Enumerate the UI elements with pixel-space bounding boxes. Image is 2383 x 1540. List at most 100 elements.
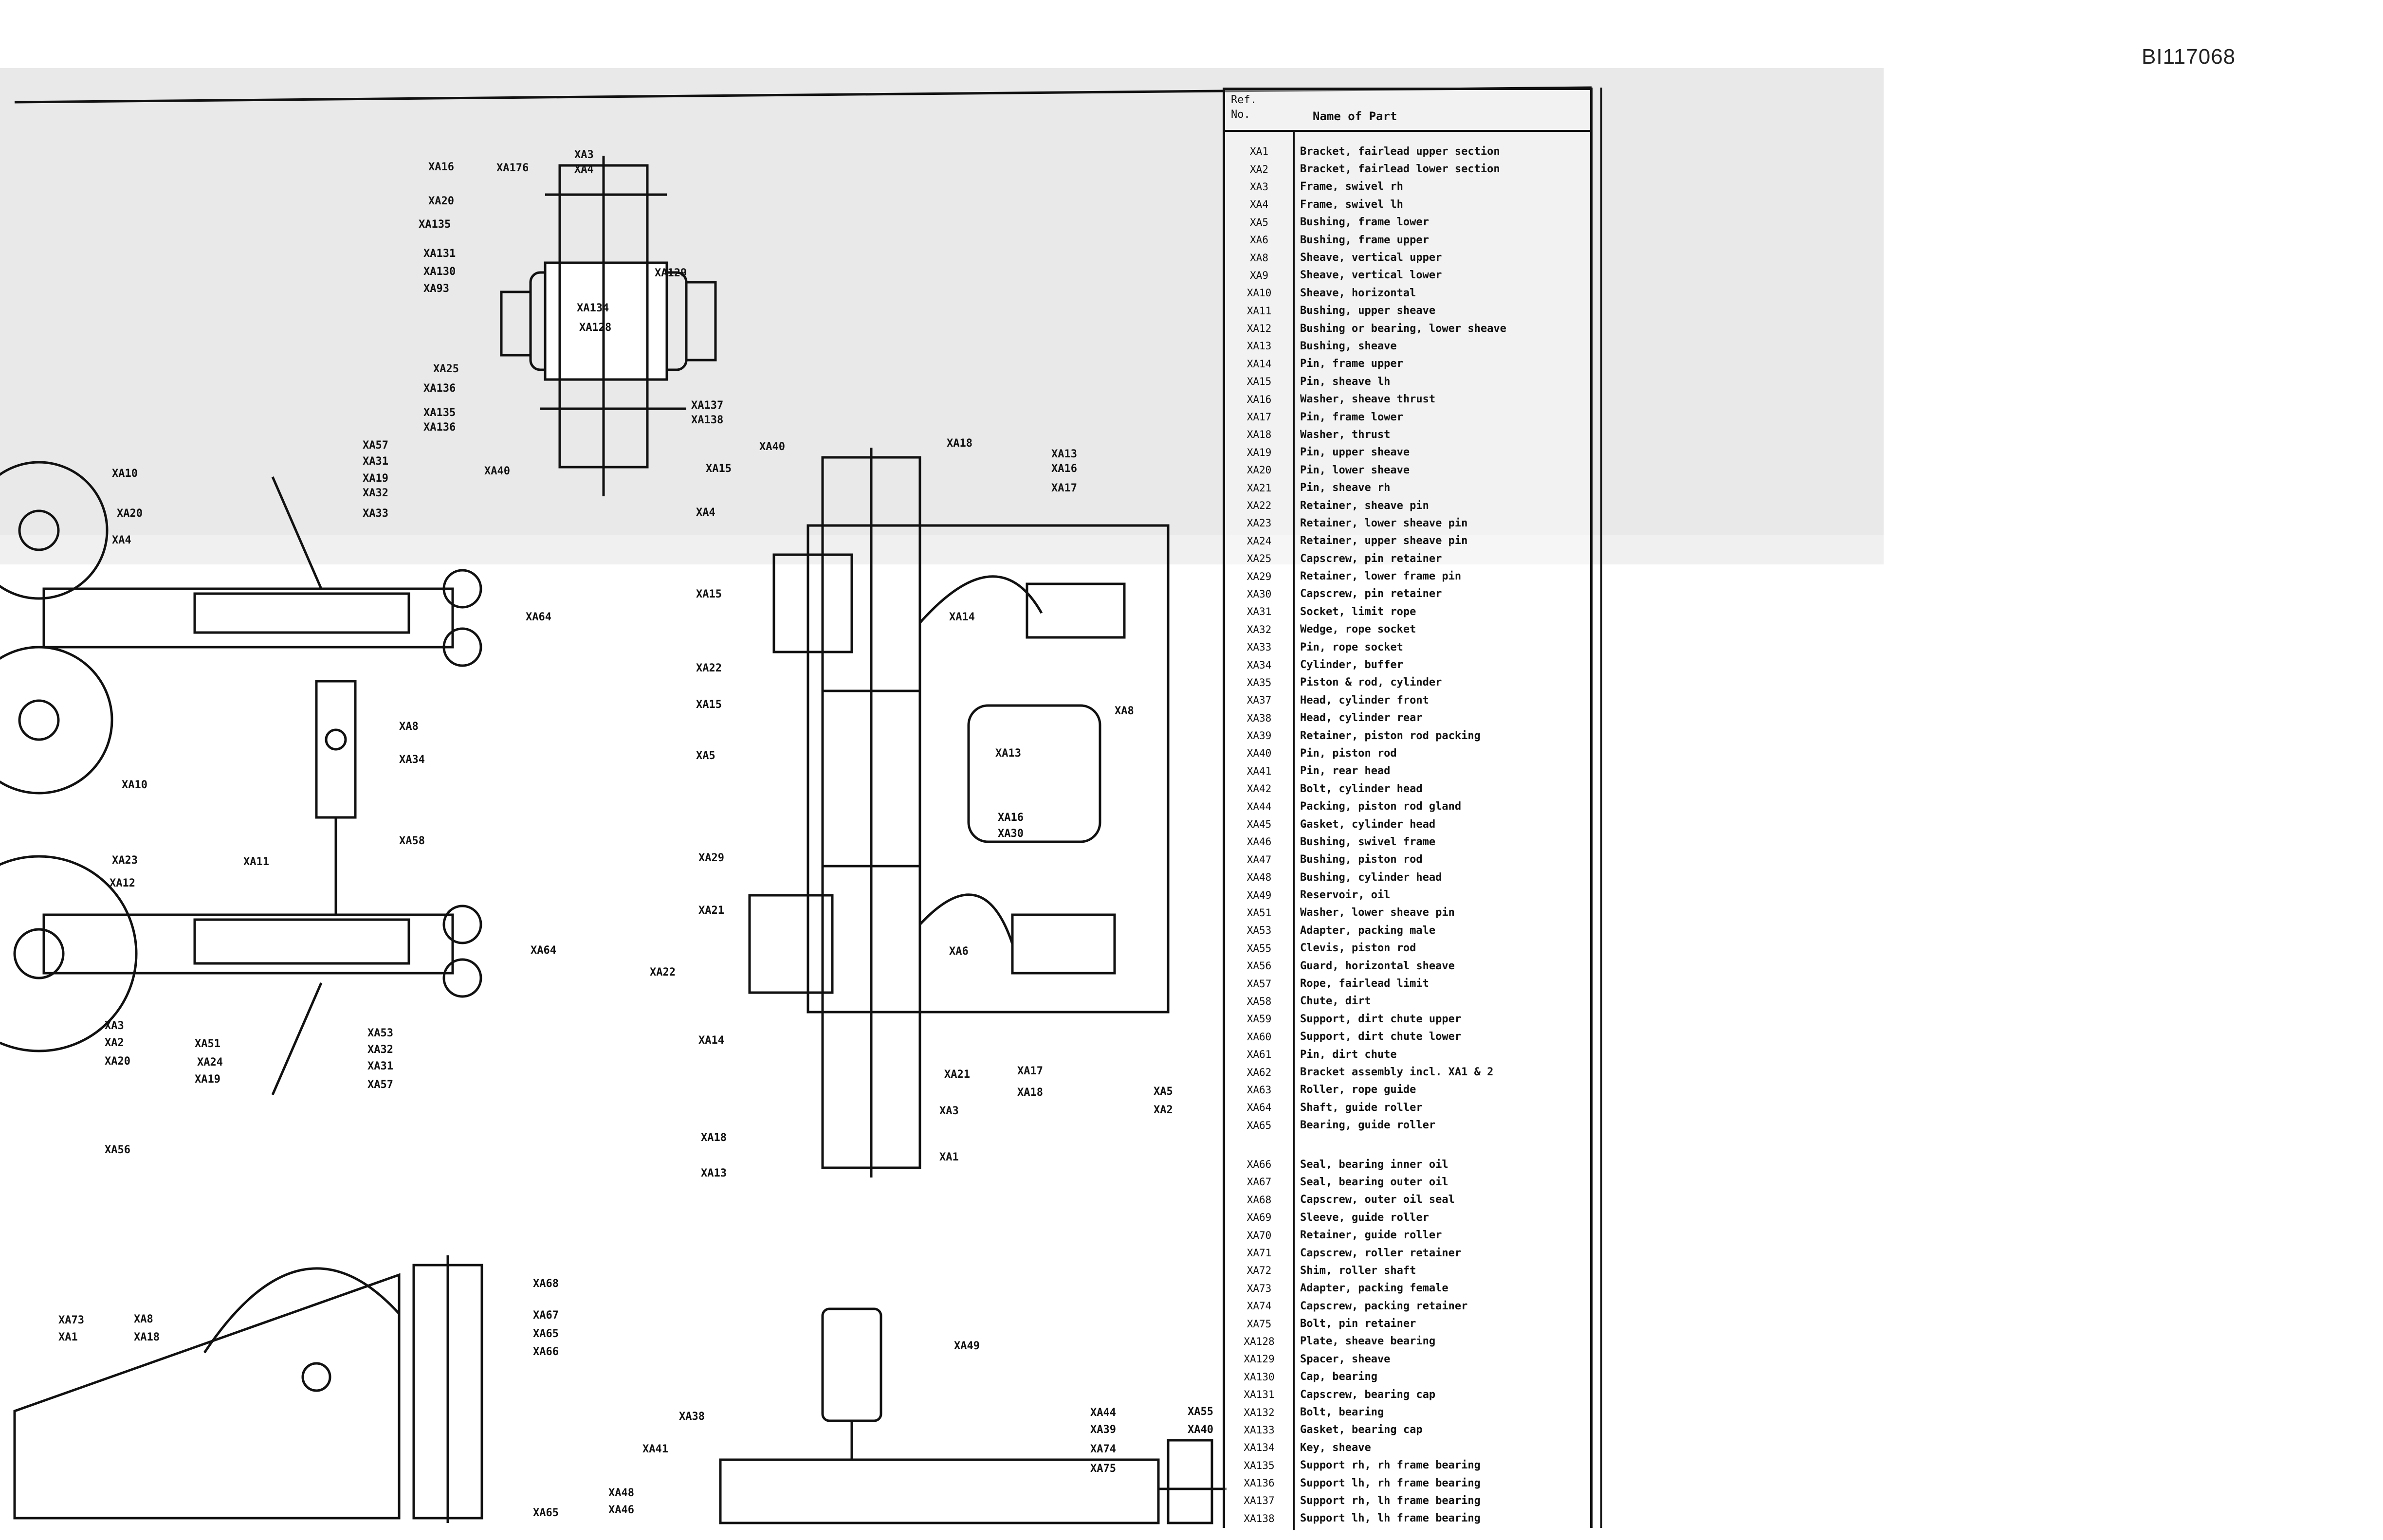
part-name: Adapter, packing male	[1300, 924, 1436, 937]
part-ref: XA39	[1246, 730, 1272, 742]
part-name: Support rh, rh frame bearing	[1300, 1459, 1481, 1472]
part-ref: XA30	[1246, 588, 1272, 600]
part-name: Support rh, lh frame bearing	[1300, 1494, 1481, 1507]
bottom-left-view	[13, 1255, 483, 1523]
part-ref: XA17	[1246, 411, 1272, 423]
callout-label: XA73	[58, 1314, 84, 1326]
center-upper-sheave-box	[772, 553, 853, 653]
center-frame-window	[967, 704, 1101, 843]
header-name-of-part: Name of Part	[1313, 109, 1397, 123]
part-name: Bracket, fairlead upper section	[1300, 145, 1500, 158]
part-name: Shaft, guide roller	[1300, 1101, 1423, 1114]
callout-label: XA15	[696, 699, 722, 711]
part-ref: XA63	[1246, 1084, 1272, 1096]
callout-label: XA33	[363, 507, 388, 520]
part-ref: XA130	[1244, 1371, 1275, 1383]
header-no: No.	[1231, 109, 1250, 121]
part-ref: XA44	[1246, 800, 1272, 813]
lower-arm-eye-1	[442, 905, 482, 944]
upper-arm-eye-2	[442, 627, 482, 667]
callout-label: XA10	[112, 468, 138, 480]
part-name: Key, sheave	[1300, 1441, 1371, 1454]
callout-label: XA8	[134, 1313, 153, 1325]
part-ref: XA38	[1246, 712, 1272, 724]
part-ref: XA5	[1250, 216, 1268, 228]
callout-label: XA75	[1090, 1463, 1116, 1475]
part-name: Retainer, guide roller	[1300, 1229, 1442, 1242]
part-name: Bolt, pin retainer	[1300, 1318, 1416, 1330]
part-ref: XA55	[1246, 942, 1272, 954]
part-ref: XA71	[1246, 1247, 1272, 1259]
left-sheave-middle-hub	[18, 699, 60, 741]
part-name: Roller, rope guide	[1300, 1084, 1416, 1096]
callout-label: XA3	[939, 1105, 959, 1117]
document-id: BI117068	[2142, 45, 2236, 69]
part-name: Bushing, frame upper	[1300, 234, 1429, 246]
callout-label: XA44	[1090, 1407, 1116, 1419]
callout-label: XA20	[428, 195, 454, 207]
scan-shading	[0, 68, 1884, 535]
left-fairlead-view	[0, 461, 482, 1095]
part-ref: XA58	[1246, 995, 1272, 1007]
part-name: Washer, thrust	[1300, 428, 1391, 441]
part-name: Bushing or bearing, lower sheave	[1300, 322, 1506, 335]
bottom-center-cylinder	[719, 1458, 1160, 1524]
part-name: Retainer, sheave pin	[1300, 499, 1429, 512]
left-sheave-top-hub	[18, 509, 60, 551]
callout-label: XA64	[526, 611, 551, 623]
callout-label: XA57	[363, 439, 388, 452]
part-name: Washer, sheave thrust	[1300, 393, 1436, 406]
center-rope-path-upper	[919, 575, 1043, 624]
part-ref: XA33	[1246, 641, 1272, 653]
callout-label: XA22	[696, 662, 722, 674]
part-name: Frame, swivel rh	[1300, 181, 1403, 193]
part-name: Pin, piston rod	[1300, 747, 1397, 760]
callout-label: XA15	[696, 588, 722, 600]
part-name: Capscrew, pin retainer	[1300, 552, 1442, 565]
top-sheave-right-flange	[685, 281, 717, 362]
part-name: Plate, sheave bearing	[1300, 1335, 1436, 1348]
callout-label: XA31	[367, 1060, 393, 1072]
callout-label: XA15	[706, 463, 732, 475]
part-ref: XA65	[1246, 1119, 1272, 1131]
part-ref: XA56	[1246, 960, 1272, 972]
callout-label: XA19	[195, 1073, 220, 1086]
callout-label: XA14	[698, 1034, 724, 1047]
part-ref: XA10	[1246, 287, 1272, 299]
part-name: Retainer, lower frame pin	[1300, 570, 1462, 583]
callout-label: XA22	[650, 966, 676, 978]
callout-label: XA6	[949, 945, 969, 958]
callout-label: XA40	[1188, 1424, 1213, 1436]
callout-label: XA18	[1017, 1087, 1043, 1099]
part-name: Gasket, bearing cap	[1300, 1424, 1423, 1436]
part-ref: XA49	[1246, 889, 1272, 901]
part-name: Capscrew, bearing cap	[1300, 1388, 1436, 1401]
center-rope-path-lower	[919, 893, 1014, 944]
callout-label: XA16	[428, 161, 454, 173]
left-sheave-bottom-hub	[13, 928, 65, 979]
part-name: Gasket, cylinder head	[1300, 818, 1436, 831]
callout-label: XA65	[533, 1328, 559, 1340]
bottom-left-pin	[301, 1362, 331, 1392]
